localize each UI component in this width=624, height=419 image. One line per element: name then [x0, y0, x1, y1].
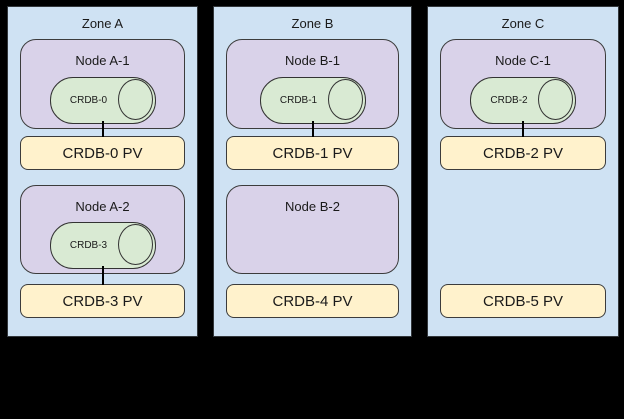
crdb-3-pod-cylinder-icon: CRDB-3	[49, 222, 156, 269]
zone-a-label: Zone A	[81, 16, 124, 31]
connector-line	[101, 266, 104, 285]
zone-b-container: Zone B Node B-1 CRDB-1 CRDB-1 PV Node B-…	[213, 6, 412, 337]
crdb-0-pod-cylinder-icon: CRDB-0	[49, 77, 156, 124]
crdb-0-pv-box: CRDB-0 PV	[20, 136, 185, 170]
cylinder-cap-icon	[117, 79, 153, 120]
node-a1-label: Node A-1	[75, 53, 130, 68]
node-b2-box: Node B-2	[226, 185, 399, 274]
crdb-1-pv-box: CRDB-1 PV	[226, 136, 399, 170]
crdb-2-pod-label: CRDB-2	[490, 95, 528, 106]
crdb-4-pv-box: CRDB-4 PV	[226, 284, 399, 318]
crdb-3-pv-box: CRDB-3 PV	[20, 284, 185, 318]
node-c1-box: Node C-1 CRDB-2	[440, 39, 606, 129]
node-a2-box: Node A-2 CRDB-3	[20, 185, 185, 274]
cylinder-cap-icon	[117, 224, 153, 265]
crdb-5-pv-box: CRDB-5 PV	[440, 284, 606, 318]
connector-line	[101, 121, 104, 137]
node-b2-label: Node B-2	[285, 199, 340, 214]
zone-b-label: Zone B	[291, 16, 334, 31]
cylinder-cap-icon	[327, 79, 363, 120]
node-a1-box: Node A-1 CRDB-0	[20, 39, 185, 129]
crdb-2-pod-cylinder-icon: CRDB-2	[470, 77, 576, 124]
node-b1-label: Node B-1	[285, 53, 340, 68]
crdb-1-pod-cylinder-icon: CRDB-1	[259, 77, 366, 124]
crdb-2-pv-box: CRDB-2 PV	[440, 136, 606, 170]
zone-c-label: Zone C	[501, 16, 545, 31]
zone-c-container: Zone C Node C-1 CRDB-2 CRDB-2 PV CRDB-5 …	[427, 6, 619, 337]
crdb-3-pod-label: CRDB-3	[69, 240, 108, 251]
node-a2-label: Node A-2	[75, 199, 130, 214]
crdb-0-pod-label: CRDB-0	[69, 95, 108, 106]
connector-line	[522, 121, 524, 137]
node-c1-label: Node C-1	[495, 53, 551, 68]
connector-line	[311, 121, 314, 137]
node-b1-box: Node B-1 CRDB-1	[226, 39, 399, 129]
cylinder-cap-icon	[538, 79, 573, 120]
zone-a-container: Zone A Node A-1 CRDB-0 CRDB-0 PV Node A-…	[7, 6, 198, 337]
crdb-1-pod-label: CRDB-1	[279, 95, 318, 106]
